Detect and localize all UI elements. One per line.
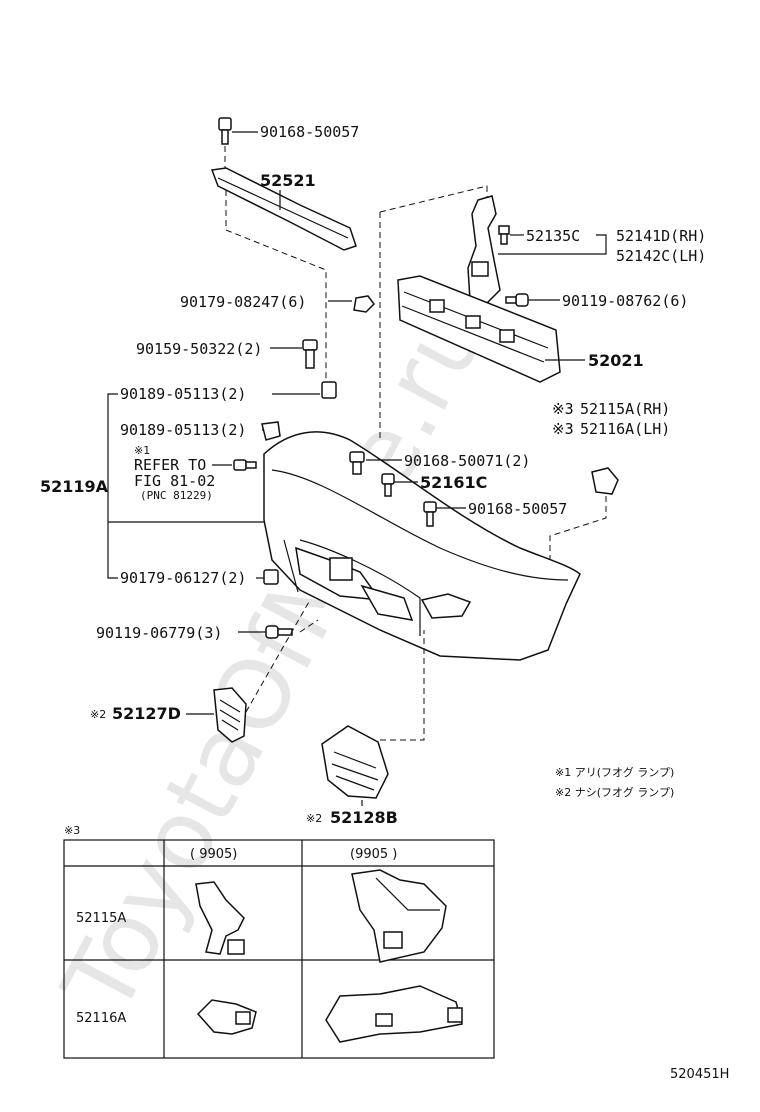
label-nut-06127: 90179-06127(2) (120, 569, 246, 587)
table-mark: ※3 (64, 824, 80, 837)
bolt-top-icon (218, 117, 232, 145)
bumper-cover-icon (263, 431, 581, 661)
label-retainer-lh: 52116A(LH) (580, 420, 670, 438)
label-clip-2: 90189-05113(2) (120, 421, 246, 439)
label-bolt-06779: 90119-06779(3) (96, 624, 222, 642)
retainer-icon (591, 467, 619, 495)
table-row1-label: 52115A (76, 911, 126, 926)
reinforcement-bar-icon (210, 167, 357, 251)
label-retainer-rh: 52115A(RH) (580, 400, 670, 418)
label-grille-52127d: 52127D (112, 704, 181, 723)
part-52161c-icon (381, 473, 395, 497)
bolt-50322-icon (302, 339, 318, 369)
bolt-06779-icon (265, 625, 293, 639)
label-absorber: 52021 (588, 351, 644, 370)
mark2-a: ※2 (90, 708, 106, 721)
label-52161c: 52161C (420, 473, 487, 492)
clip-2-icon (261, 421, 281, 441)
label-clip-1: 90189-05113(2) (120, 385, 246, 403)
retainer-rh-new-icon (351, 869, 447, 963)
mark3-b: ※3 (552, 420, 574, 438)
grille-left-icon (213, 687, 247, 743)
refer-to-text: REFER TO (134, 456, 206, 474)
label-bracket-rh: 52141D(RH) (616, 227, 706, 245)
nut-06127-icon (263, 569, 279, 585)
legend-1: ※1 アリ(フオグ ランプ) (555, 765, 674, 779)
bracket-icon (467, 195, 501, 305)
note1-mark: ※1 (134, 444, 150, 457)
label-bumper-cover: 52119A (40, 477, 109, 496)
legend-2: ※2 ナシ(フオグ ランプ) (555, 785, 674, 799)
label-nut-08247: 90179-08247(6) (180, 293, 306, 311)
mark3-a: ※3 (552, 400, 574, 418)
table-row2-label: 52116A (76, 1011, 126, 1026)
label-screw-50057: 90168-50057 (468, 500, 567, 518)
diagram-id: 520451H (670, 1067, 729, 1082)
label-reinforcement: 52521 (260, 171, 316, 190)
screw-50057-icon (423, 501, 437, 527)
label-bolt-52135c: 52135C (526, 227, 580, 245)
label-bolt-top: 90168-50057 (260, 123, 359, 141)
screw-50071-icon (349, 451, 365, 475)
label-bolt-08762: 90119-08762(6) (562, 292, 688, 310)
label-grille-52128b: 52128B (330, 808, 398, 827)
retainer-lh-new-icon (325, 985, 463, 1043)
clip-1-icon (321, 381, 337, 399)
fog-lamp-bolt-icon (233, 459, 257, 471)
grille-right-icon (321, 725, 389, 799)
variant-table (63, 839, 495, 1059)
table-col1-header: ( 9905) (190, 847, 237, 862)
energy-absorber-icon (397, 275, 561, 383)
nut-icon (353, 295, 375, 313)
label-screw-50071: 90168-50071(2) (404, 452, 530, 470)
bolt-52135c-icon (498, 225, 510, 245)
retainer-lh-old-icon (196, 999, 257, 1035)
retainer-rh-old-icon (195, 881, 245, 955)
bolt-08762-icon (505, 293, 529, 307)
label-bolt-50322: 90159-50322(2) (136, 340, 262, 358)
label-bracket-lh: 52142C(LH) (616, 247, 706, 265)
pnc-text: (PNC 81229) (140, 489, 213, 502)
mark2-b: ※2 (306, 812, 322, 825)
fig-ref-text: FIG 81-02 (134, 472, 215, 490)
table-col2-header: (9905 ) (350, 847, 397, 862)
